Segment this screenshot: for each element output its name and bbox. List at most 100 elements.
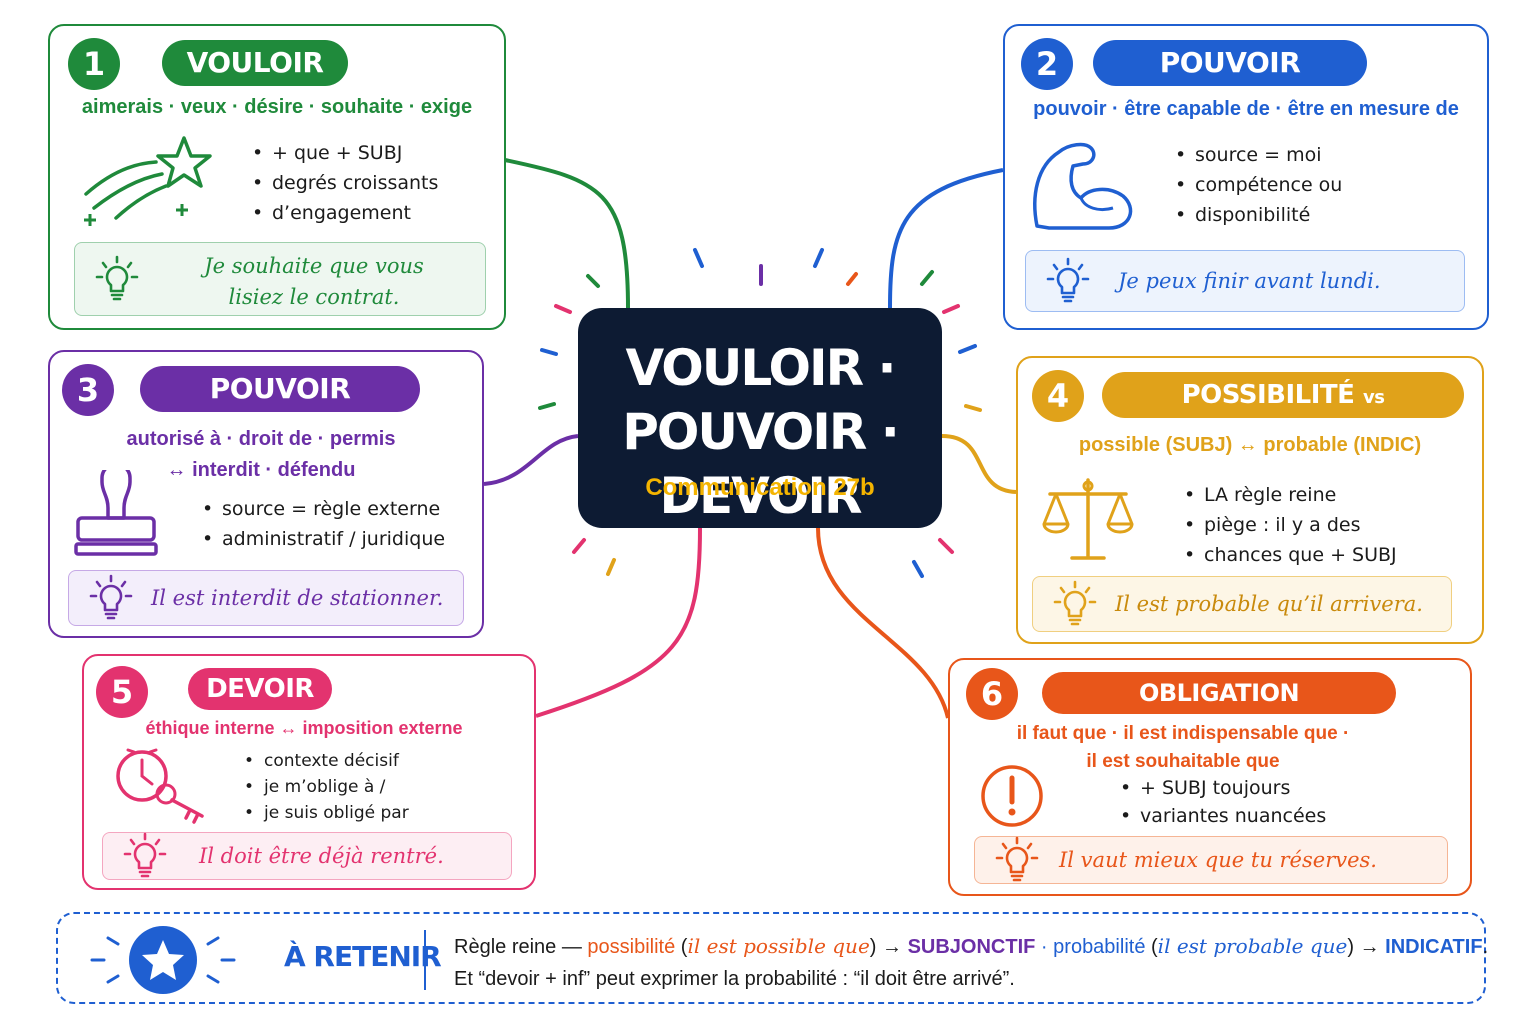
retenir-box: À RETENIR Règle reine — possibilité (il … xyxy=(56,912,1488,1004)
central-title-line: VOULOIR · xyxy=(625,339,896,397)
bullet-item-continuation: je suis obligé par xyxy=(244,800,409,826)
card-title: POSSIBILITÉ vs PROBABILITÉ xyxy=(1102,372,1464,459)
shooting-star-icon xyxy=(84,136,212,226)
bullet-item: source = règle externe xyxy=(202,494,445,524)
bullet-item: piège : il y a des xyxy=(1184,510,1397,540)
card-number: 2 xyxy=(1021,38,1073,90)
card-number: 1 xyxy=(68,38,120,90)
flexed-arm-icon xyxy=(1033,142,1133,230)
rule-arrow: → xyxy=(1354,936,1386,958)
bullet-item: + SUBJ toujours xyxy=(1120,774,1326,802)
central-topic: VOULOIR · POUVOIR · DEVOIR Communication… xyxy=(578,308,942,528)
bullet-item: LA règle reine xyxy=(1184,480,1397,510)
card-title: DEVOIR xyxy=(188,668,332,710)
bullet-list: + que + SUBJ degrés croissants d’engagem… xyxy=(250,138,438,228)
example-box: Il doit être déjà rentré. xyxy=(102,832,512,880)
example-text: Je souhaite que vous lisiez le contrat. xyxy=(153,243,475,315)
card-number: 6 xyxy=(966,668,1018,720)
rule-paren: ) xyxy=(869,936,877,958)
bullet-item: administratif / juridique xyxy=(202,524,445,554)
burst-rays-icon xyxy=(538,248,982,578)
example-box: Il vaut mieux que tu réserves. xyxy=(974,836,1448,884)
scales-icon xyxy=(1042,478,1134,560)
central-title-line: POUVOIR · DEVOIR xyxy=(622,403,900,525)
synonyms-line: il est souhaitable que xyxy=(1086,751,1280,772)
rule-paren: ) xyxy=(1347,936,1355,958)
example-text: Il vaut mieux que tu réserves. xyxy=(1059,847,1377,872)
card-possibilite-probabilite: 4 POSSIBILITÉ vs PROBABILITÉ possible (S… xyxy=(1016,356,1484,644)
exclamation-icon xyxy=(981,765,1043,827)
card-number: 4 xyxy=(1032,370,1084,422)
card-number: 3 xyxy=(62,364,114,416)
central-subtitle: Communication 27b xyxy=(645,474,875,501)
card-pouvoir-externe: 3 POUVOIR EXTERNE autorisé à · droit de … xyxy=(48,350,484,638)
retenir-separator xyxy=(424,930,426,990)
card-number: 5 xyxy=(96,666,148,718)
synonyms-line: autorisé à · droit de · permis xyxy=(126,428,396,450)
rule-subjonctif: SUBJONCTIF xyxy=(907,936,1036,958)
central-title: VOULOIR · POUVOIR · DEVOIR xyxy=(578,336,942,528)
bullet-item: source = moi xyxy=(1175,140,1342,170)
bullet-item-continuation: chances que + SUBJ xyxy=(1184,540,1397,570)
rule-paren: ( xyxy=(1145,936,1158,958)
card-vouloir: 1 VOULOIR aimerais · veux · désire · sou… xyxy=(48,24,506,330)
example-line: lisiez le contrat. xyxy=(228,285,400,309)
example-box: Je souhaite que vous lisiez le contrat. xyxy=(74,242,486,316)
synonyms-line: ↔ interdit · défendu xyxy=(166,459,356,481)
synonyms-line: possible (SUBJ) ↔ probable (INDIC) xyxy=(1078,434,1422,456)
stamp-icon xyxy=(74,470,158,556)
rule-dot: · xyxy=(1035,936,1054,958)
lightbulb-icon xyxy=(1046,257,1090,303)
synonyms-line: il faut que · il est indispensable que · xyxy=(1016,723,1350,744)
example-box: Il est interdit de stationner. xyxy=(68,570,464,626)
star-badge-icon xyxy=(90,926,236,994)
bullet-item: contexte décisif xyxy=(244,748,409,774)
rule-indicatif: INDICATIF xyxy=(1385,936,1483,958)
bullet-list: source = règle externe administratif / j… xyxy=(200,494,445,554)
rule-possibilite: possibilité xyxy=(587,936,676,958)
rule-probabilite: probabilité xyxy=(1053,936,1146,958)
bullet-list: LA règle reine piège : il y a des chance… xyxy=(1182,480,1397,570)
card-title: POUVOIR INTERNE xyxy=(1093,40,1367,125)
card-obligation-impersonnelle: 6 OBLIGATION IMPERSONNELLE il faut que ·… xyxy=(948,658,1472,896)
example-text: Il est interdit de stationner. xyxy=(151,585,444,610)
title-vs: vs xyxy=(1362,387,1385,408)
example-line: Je souhaite que vous xyxy=(204,254,424,278)
retenir-line-2: Et “devoir + inf” peut exprimer la proba… xyxy=(454,968,1015,990)
bullet-item: variantes nuancées xyxy=(1120,802,1326,830)
bullet-item: je m’oblige à / xyxy=(244,774,409,800)
rule-probabilite-example: il est probable que xyxy=(1157,934,1348,958)
retenir-line-1: Règle reine — possibilité (il est possib… xyxy=(454,934,1488,959)
title-main: POSSIBILITÉ xyxy=(1181,380,1355,410)
synonyms: possible (SUBJ) ↔ probable (INDIC) xyxy=(1018,434,1482,457)
bullet-item: compétence ou xyxy=(1175,170,1342,200)
bullet-item: degrés croissants xyxy=(252,168,438,198)
rule-arrow: → xyxy=(876,936,908,958)
bullet-item-continuation: d’engagement xyxy=(252,198,438,228)
lightbulb-icon xyxy=(1053,580,1097,626)
card-title: OBLIGATION IMPERSONNELLE xyxy=(1042,672,1396,749)
synonyms: aimerais · veux · désire · souhaite · ex… xyxy=(50,96,504,119)
synonyms-line: pouvoir · être capable de · être en mesu… xyxy=(1033,98,1459,120)
example-text: Je peux finir avant lundi. xyxy=(1118,268,1381,293)
lightbulb-icon xyxy=(995,836,1039,882)
card-devoir: 5 DEVOIR éthique interne ↔ imposition ex… xyxy=(82,654,536,890)
card-title: POUVOIR EXTERNE xyxy=(140,366,420,451)
synonyms-line: aimerais · veux · désire · souhaite · ex… xyxy=(81,96,473,118)
synonyms-line: éthique interne ↔ imposition externe xyxy=(145,718,463,738)
lightbulb-icon xyxy=(95,255,139,301)
synonyms: il faut que · il est indispensable que ·… xyxy=(896,720,1470,776)
lightbulb-icon xyxy=(89,574,133,620)
rule-paren: ( xyxy=(675,936,688,958)
synonyms: éthique interne ↔ imposition externe xyxy=(74,718,534,739)
synonyms: pouvoir · être capable de · être en mesu… xyxy=(1005,98,1487,121)
bullet-list: source = moi compétence ou disponibilité xyxy=(1173,140,1342,230)
retenir-label: À RETENIR xyxy=(284,940,442,973)
rule-period: . xyxy=(1482,936,1489,958)
card-title: VOULOIR xyxy=(162,40,348,86)
rule-possibilite-example: il est possible que xyxy=(687,934,870,958)
bullet-item: + que + SUBJ xyxy=(252,138,438,168)
title-end: PROBABILITÉ xyxy=(1189,429,1377,459)
rule-text: Règle reine — xyxy=(454,936,588,958)
